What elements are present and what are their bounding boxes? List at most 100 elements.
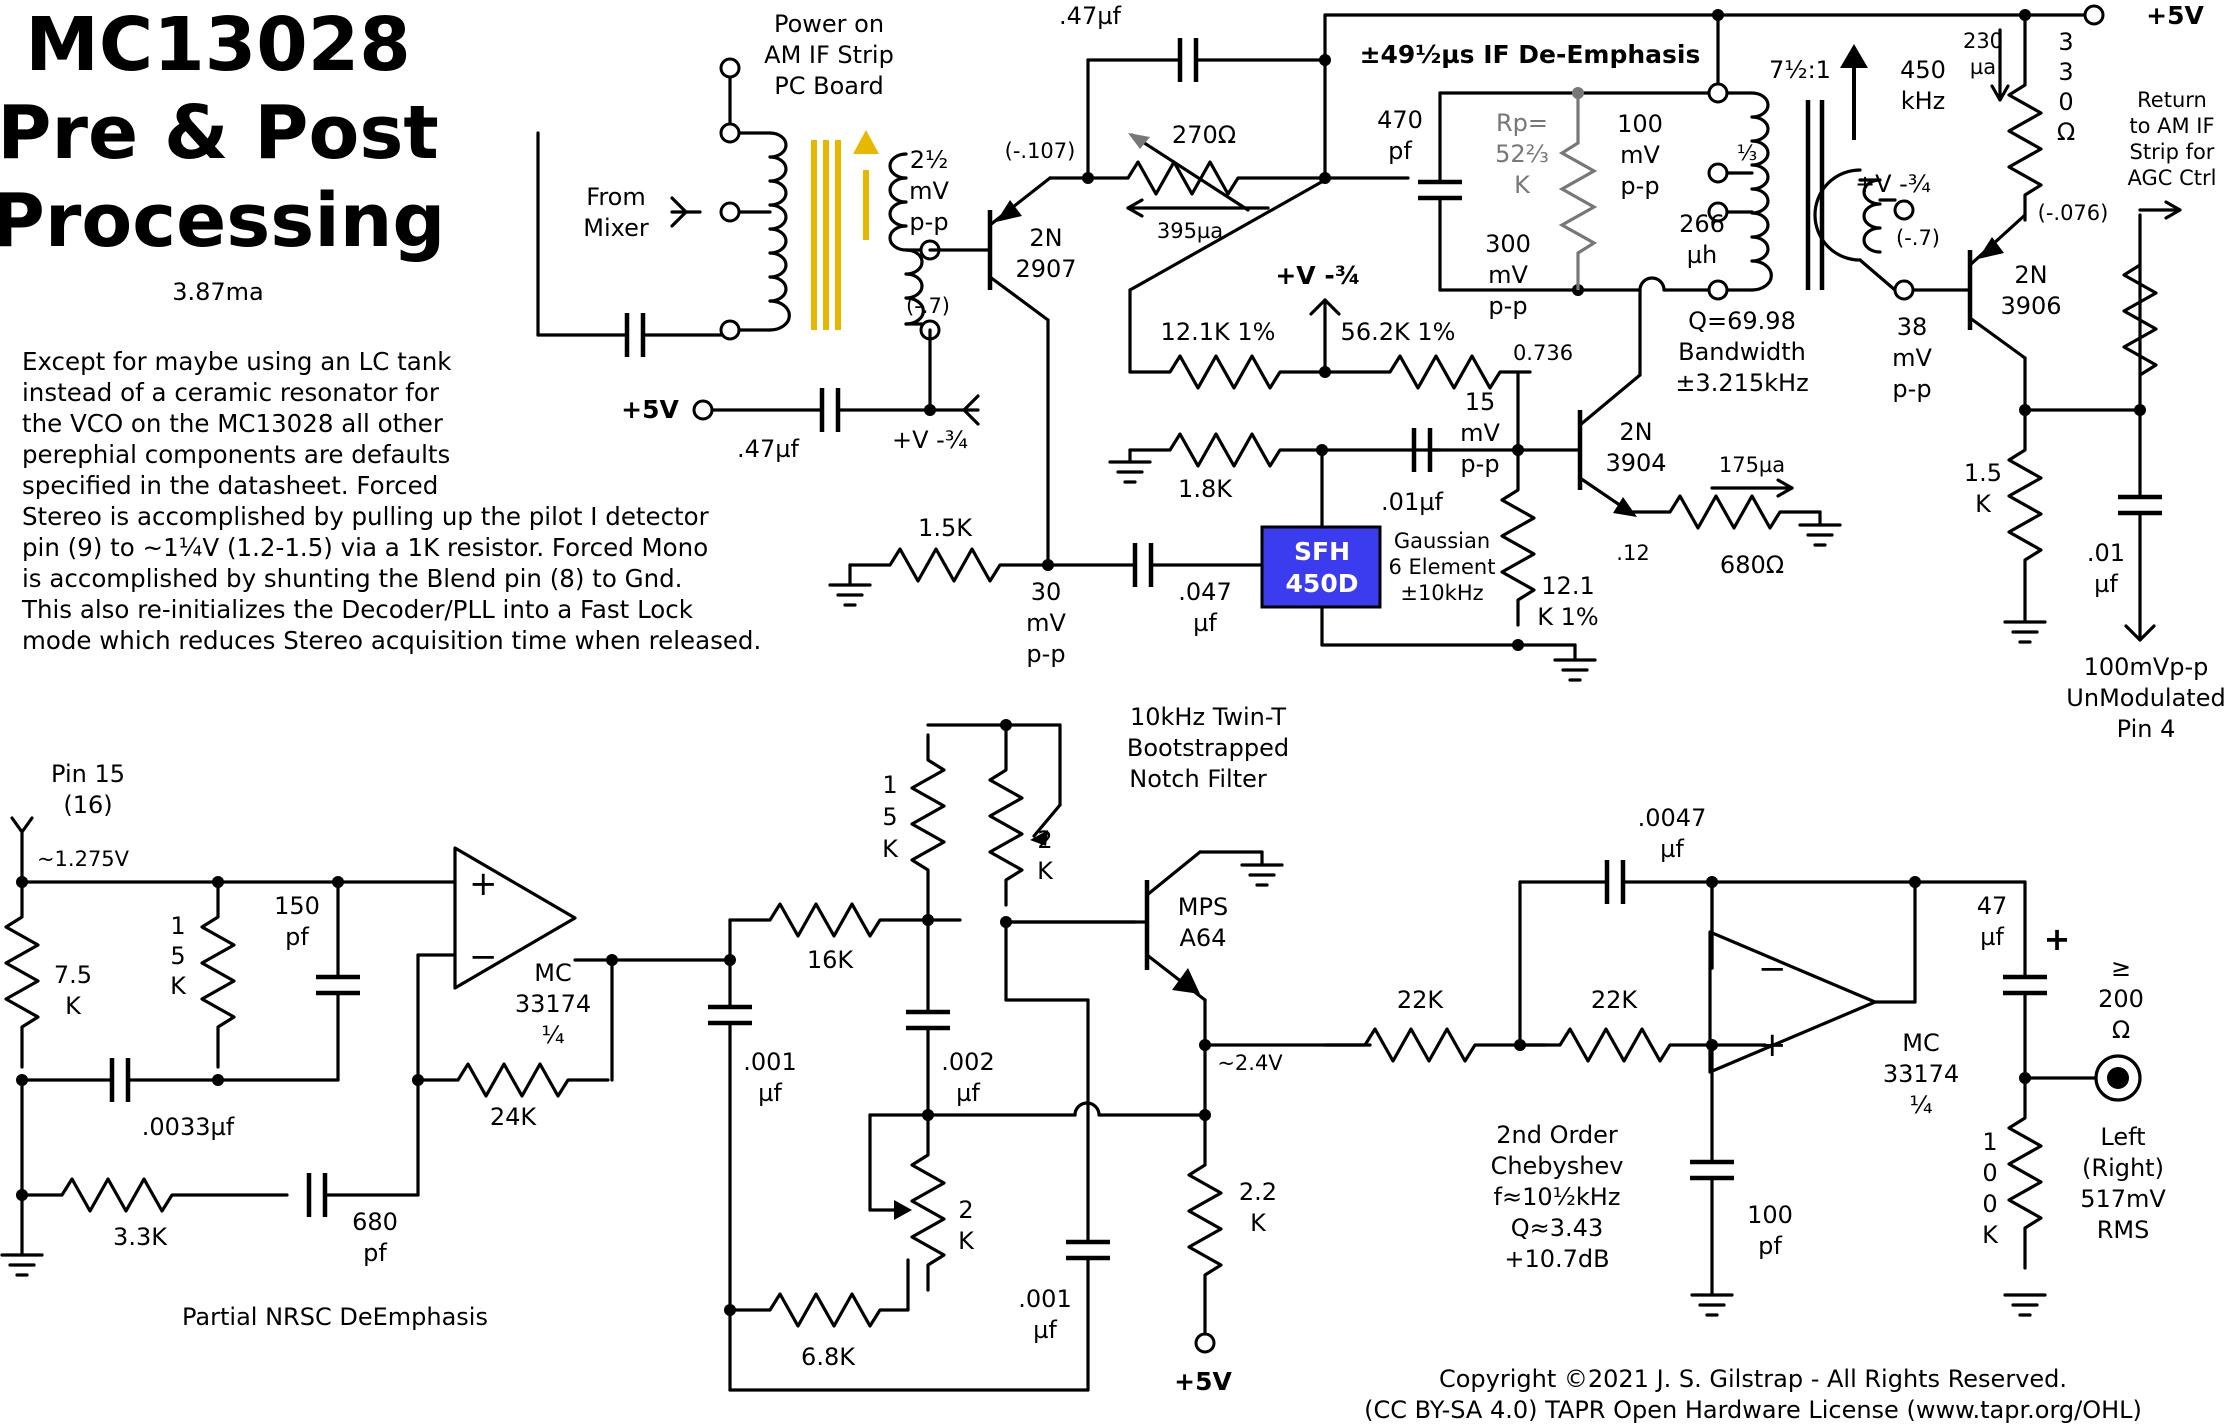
cap-label: .001	[743, 1048, 796, 1076]
opamp-label: 33174	[515, 990, 591, 1018]
tap-label: ⅓	[1737, 141, 1757, 165]
q2-label: 2N	[1619, 418, 1652, 446]
output-label: 100mVp-p	[2084, 653, 2209, 681]
output-label: 517mV	[2080, 1185, 2166, 1213]
resistor-label: 16K	[807, 946, 855, 974]
note-line: mode which reduces Stereo acquisition ti…	[22, 626, 761, 655]
output-label: UnModulated	[2066, 684, 2225, 712]
cap-label: .002	[941, 1048, 994, 1076]
resistor-label: 0	[1982, 1190, 1997, 1218]
cap-label: 680	[352, 1208, 398, 1236]
resistor-label: 3	[2058, 28, 2073, 56]
bias-label: +V -¾	[892, 426, 968, 454]
level-label: 30	[1031, 578, 1062, 606]
filter-input	[828, 446, 1520, 647]
filter-spec: Q≈3.43	[1511, 1214, 1603, 1242]
bias-supply	[692, 328, 980, 432]
inductor-label: µh	[1687, 241, 1717, 269]
q4-label: MPS	[1178, 893, 1228, 921]
resistor-label: 22K	[1397, 986, 1445, 1014]
bias-label: +V -¾	[1275, 261, 1360, 290]
rp-label: K	[1514, 171, 1531, 199]
plus5v-label: +5V	[621, 395, 679, 424]
frequency-label: kHz	[1901, 87, 1946, 115]
opamp-label: 33174	[1883, 1060, 1959, 1088]
voltage-label: (-.076)	[2038, 201, 2109, 225]
tank-circuit	[1418, 13, 1972, 301]
resistor-label: K 1%	[1537, 603, 1598, 631]
filter-desc: Gaussian	[1394, 529, 1490, 553]
cap-label: .01	[2087, 539, 2125, 567]
resistor-label: 56.2K 1%	[1341, 318, 1456, 346]
turns-ratio: 7½:1	[1769, 56, 1831, 84]
cap-label: µf	[956, 1079, 980, 1107]
resistor-label: K	[1975, 490, 1992, 518]
output-label: RMS	[2097, 1216, 2150, 1244]
cap-label: µf	[758, 1079, 782, 1107]
resistor-label: 1	[1982, 1128, 1997, 1156]
copyright-line: (CC BY-SA 4.0) TAPR Open Hardware Licens…	[1364, 1396, 2142, 1424]
note-line: instead of a ceramic resonator for	[22, 378, 440, 407]
transistor-q1	[928, 58, 1094, 567]
q-bandwidth: Bandwidth	[1678, 338, 1806, 366]
copyright-line: Copyright ©2021 J. S. Gilstrap - All Rig…	[1439, 1365, 2067, 1393]
bias-voltage-label: (-.7)	[1896, 226, 1940, 250]
pot-label: K	[1037, 857, 1054, 885]
filter-output	[1108, 288, 1842, 682]
filter-spec: f≈10½kHz	[1494, 1183, 1621, 1211]
output-label: Left	[2100, 1123, 2145, 1151]
note-line: pin (9) to ~1¼V (1.2-1.5) via a 1K resis…	[22, 533, 708, 562]
filter-label: SFH	[1294, 537, 1350, 566]
resistor-label: 0	[2058, 88, 2073, 116]
plus5v-label: +5V	[1174, 1367, 1232, 1396]
power-label: PC Board	[774, 72, 883, 100]
ceramic-filter	[1260, 525, 1382, 609]
rp-label: 52⅔	[1495, 140, 1549, 168]
q3-label: 2N	[2014, 261, 2047, 289]
filter-desc: 6 Element	[1389, 555, 1496, 579]
plus5v-label: +5V	[2146, 1, 2204, 30]
current-label: 230	[1963, 29, 2003, 53]
resistor-label: 12.1	[1541, 572, 1594, 600]
resistor-label: 1.5	[1964, 459, 2002, 487]
deemphasis-title: ±49½µs IF De-Emphasis	[1360, 40, 1701, 69]
bias-label: +V -¾	[1855, 170, 1931, 198]
resistor-label: K	[1250, 1209, 1267, 1237]
chebyshev-filter: − +	[1323, 860, 2142, 1317]
output-label: Pin 4	[2117, 715, 2176, 743]
load-label: ≥	[2111, 954, 2131, 982]
title-line-2: Pre & Post	[0, 90, 439, 176]
tuning-arrow-icon	[853, 130, 879, 154]
level-label: mV	[1892, 344, 1932, 372]
power-label: Power on	[774, 10, 884, 38]
title-line-1: MC13028	[25, 2, 410, 88]
resistor-label: 7.5	[54, 961, 92, 989]
note-line: This also re-initializes the Decoder/PLL…	[21, 595, 694, 624]
notes: Except for maybe using an LC tank instea…	[21, 347, 761, 655]
pot-label: 2	[1037, 826, 1052, 854]
emitter-network	[1086, 13, 1410, 374]
voltage-label: ~1.275V	[37, 847, 130, 871]
note-line: specified in the datasheet. Forced	[22, 471, 438, 500]
resistor-label: 1	[882, 771, 897, 799]
cap-label: pf	[1388, 137, 1412, 165]
level-label: p-p	[1460, 450, 1499, 478]
current-label: 395µa	[1157, 219, 1223, 243]
level-label: 100	[1617, 110, 1663, 138]
cap-label: pf	[1758, 1232, 1782, 1260]
cap-label: .0047	[1638, 804, 1707, 832]
transistor-q4	[1004, 850, 1372, 1354]
power-terminal	[719, 57, 741, 79]
return-label: AGC Ctrl	[2128, 166, 2217, 190]
opamp-1: + −	[412, 846, 732, 1098]
inductor-label: 266	[1679, 210, 1725, 238]
return-label: Return	[2137, 88, 2207, 112]
cap-label: .47µf	[737, 435, 799, 463]
svg-text:−: −	[469, 937, 498, 977]
cap-label: .001	[1018, 1285, 1071, 1313]
level-label: mV	[1488, 261, 1528, 289]
filter-spec: +10.7dB	[1504, 1245, 1609, 1273]
cap-label: µf	[1980, 923, 2004, 951]
resistor-label: 2.2	[1239, 1178, 1277, 1206]
